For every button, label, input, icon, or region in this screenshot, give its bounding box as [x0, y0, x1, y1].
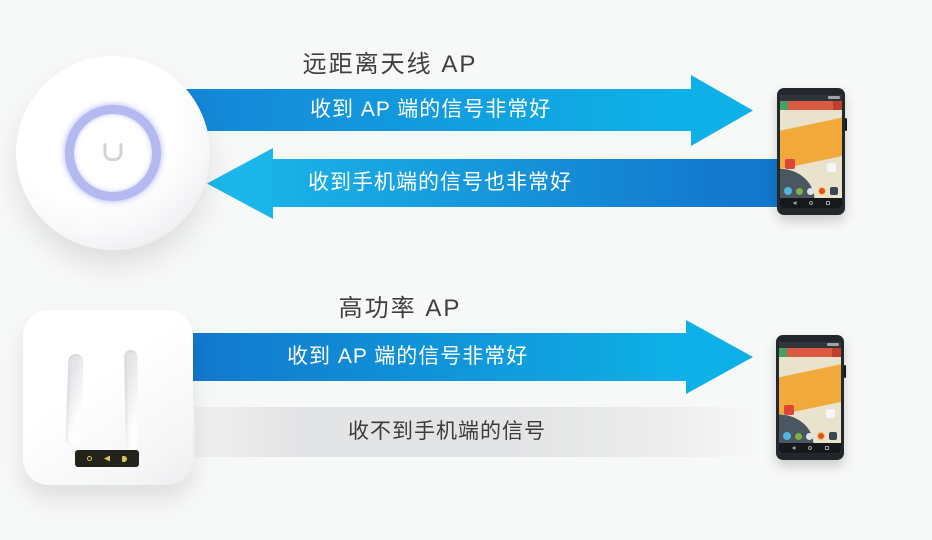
ap-led-strip — [75, 450, 139, 467]
phone-status-bar — [779, 342, 841, 348]
recents-icon — [825, 201, 830, 205]
ap-led-ring-icon — [65, 105, 161, 201]
arrow-ap-to-phone-body-2 — [185, 333, 686, 381]
phone-notification-bar — [779, 348, 841, 357]
notif-left-icon — [780, 101, 788, 110]
phone-side-button-icon — [845, 118, 847, 131]
messages-app-icon — [796, 187, 803, 195]
arrow-label-ap-signal-good-2: 收到 AP 端的信号非常好 — [287, 345, 529, 368]
status-icons — [827, 343, 839, 346]
square-wall-ap-device — [23, 310, 193, 485]
notif-close-icon — [832, 348, 841, 357]
arrow-label-phone-signal-good: 收到手机端的信号也非常好 — [308, 171, 572, 194]
no-signal-fade-bar — [195, 407, 770, 457]
label-no-phone-signal: 收不到手机端的信号 — [348, 420, 546, 443]
round-ceiling-ap-device — [16, 56, 210, 250]
phone-side-button-icon — [844, 365, 846, 378]
apps-drawer-icon — [807, 187, 814, 195]
phone-app-icon — [784, 187, 792, 195]
phone-screen — [779, 342, 841, 453]
smartphone-top — [777, 88, 847, 215]
back-icon — [791, 446, 796, 450]
phone-notification-bar — [780, 101, 842, 110]
notif-banner — [788, 101, 833, 110]
app-icon-red — [784, 405, 794, 416]
arrow-phone-to-ap-head-icon — [207, 148, 273, 219]
phone-screen — [780, 95, 842, 208]
phone-wallpaper — [780, 110, 842, 198]
notif-close-icon — [833, 101, 842, 110]
app-icon-red — [785, 159, 795, 170]
messages-app-icon — [795, 432, 802, 440]
recents-icon — [824, 446, 829, 450]
chrome-app-icon — [817, 432, 825, 440]
smartphone-bottom — [776, 335, 846, 460]
back-icon — [792, 201, 797, 205]
phone-nav-bar — [780, 198, 842, 208]
apps-drawer-icon — [806, 432, 813, 440]
ap-groove-left-icon — [65, 353, 84, 447]
phone-dock — [780, 187, 842, 195]
home-icon — [808, 446, 812, 450]
status-icons — [828, 96, 840, 99]
arrow-phone-to-ap-body — [272, 159, 790, 207]
arrow-ap-to-phone-body — [150, 89, 691, 131]
phone-wallpaper — [779, 357, 841, 443]
ap-brand-logo-icon — [103, 143, 123, 162]
camera-app-icon — [829, 432, 837, 440]
arrow-label-ap-signal-good: 收到 AP 端的信号非常好 — [310, 98, 552, 121]
home-icon — [809, 201, 813, 205]
app-icon-white — [827, 162, 836, 172]
camera-app-icon — [830, 187, 838, 195]
arrow-ap-to-phone-head-icon-2 — [686, 320, 753, 394]
notif-left-icon — [779, 348, 787, 357]
power-led-icon — [87, 456, 92, 461]
app-icon-white — [826, 408, 835, 418]
phone-nav-bar — [779, 443, 841, 453]
phone-status-bar — [780, 95, 842, 101]
signal-led-icon — [104, 455, 110, 462]
chrome-app-icon — [818, 187, 826, 195]
lan-led-icon — [122, 455, 127, 462]
phone-app-icon — [783, 432, 791, 440]
notif-banner — [787, 348, 832, 357]
section-title-long-range-ap: 远距离天线 AP — [302, 51, 478, 78]
ap-groove-right-icon — [124, 349, 139, 451]
phone-dock — [779, 432, 841, 440]
section-title-high-power-ap: 高功率 AP — [338, 295, 462, 322]
